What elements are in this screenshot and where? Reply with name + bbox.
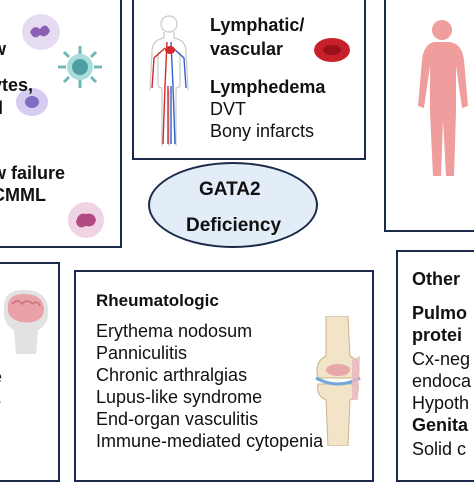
- neuro-text-2: s: [0, 390, 1, 408]
- neuro-panel: e s: [0, 262, 60, 482]
- center-title-line2: Deficiency: [186, 215, 282, 236]
- body-panel: [384, 0, 474, 232]
- vascular-panel: Lymphatic/ vascular Lymphedema DVT Bony …: [132, 0, 366, 160]
- center-ellipse: [148, 162, 318, 248]
- marrow-text-5: CMML: [0, 185, 46, 205]
- vascular-item-bony-infarcts: Bony infarcts: [210, 121, 315, 141]
- other-heading: Other: [412, 269, 461, 289]
- vascular-item-lymphedema: Lymphedema: [210, 77, 326, 97]
- rheumatologic-panel: Rheumatologic Erythema nodosum Panniculi…: [74, 270, 374, 482]
- red-blood-cell-icon: [314, 38, 350, 62]
- rheum-item-lupus-like-syndrome: Lupus-like syndrome: [96, 387, 263, 407]
- rheum-item-panniculitis: Panniculitis: [96, 343, 188, 363]
- rheumatologic-heading: Rheumatologic: [96, 291, 219, 310]
- other-text-4: endoca: [412, 371, 472, 391]
- center-title-line1: GATA2: [199, 179, 261, 200]
- vascular-item-dvt: DVT: [210, 99, 246, 119]
- vascular-body-icon: [149, 15, 189, 146]
- vascular-heading-2: vascular: [210, 39, 284, 59]
- other-text-5: Hypoth: [412, 393, 470, 413]
- cell-icon: [16, 88, 48, 116]
- neuro-text-1: e: [0, 368, 2, 386]
- neutrophil-icon: [22, 14, 60, 50]
- other-text-3: Cx-neg: [412, 349, 471, 369]
- knee-joint-icon: [315, 316, 361, 446]
- other-text-6: Genita: [412, 415, 469, 435]
- marrow-text-2: ytes,: [0, 75, 34, 95]
- rheum-item-immune-cytopenia: Immune-mediated cytopenia: [96, 431, 324, 451]
- other-text-7: Solid c: [412, 439, 467, 459]
- rheum-item-end-organ-vasculitis: End-organ vasculitis: [96, 409, 259, 429]
- brain-icon: [3, 290, 49, 354]
- rheum-item-erythema-nodosum: Erythema nodosum: [96, 321, 253, 341]
- human-body-icon: [418, 20, 468, 176]
- vascular-heading-1: Lymphatic/: [210, 15, 305, 35]
- monocyte-icon: [68, 202, 104, 238]
- other-text-2: protei: [412, 325, 463, 345]
- marrow-text-4: w failure: [0, 163, 66, 183]
- marrow-text-1: w: [0, 40, 6, 58]
- marrow-panel: w ytes, d w failure CMML: [0, 0, 122, 248]
- other-panel: Other Pulmo protei Cx-neg endoca Hypoth …: [396, 250, 474, 482]
- lymphocyte-icon: [58, 46, 102, 88]
- rheum-item-chronic-arthralgias: Chronic arthralgias: [96, 365, 248, 385]
- other-text-1: Pulmo: [412, 303, 468, 323]
- marrow-text-3: d: [0, 99, 3, 117]
